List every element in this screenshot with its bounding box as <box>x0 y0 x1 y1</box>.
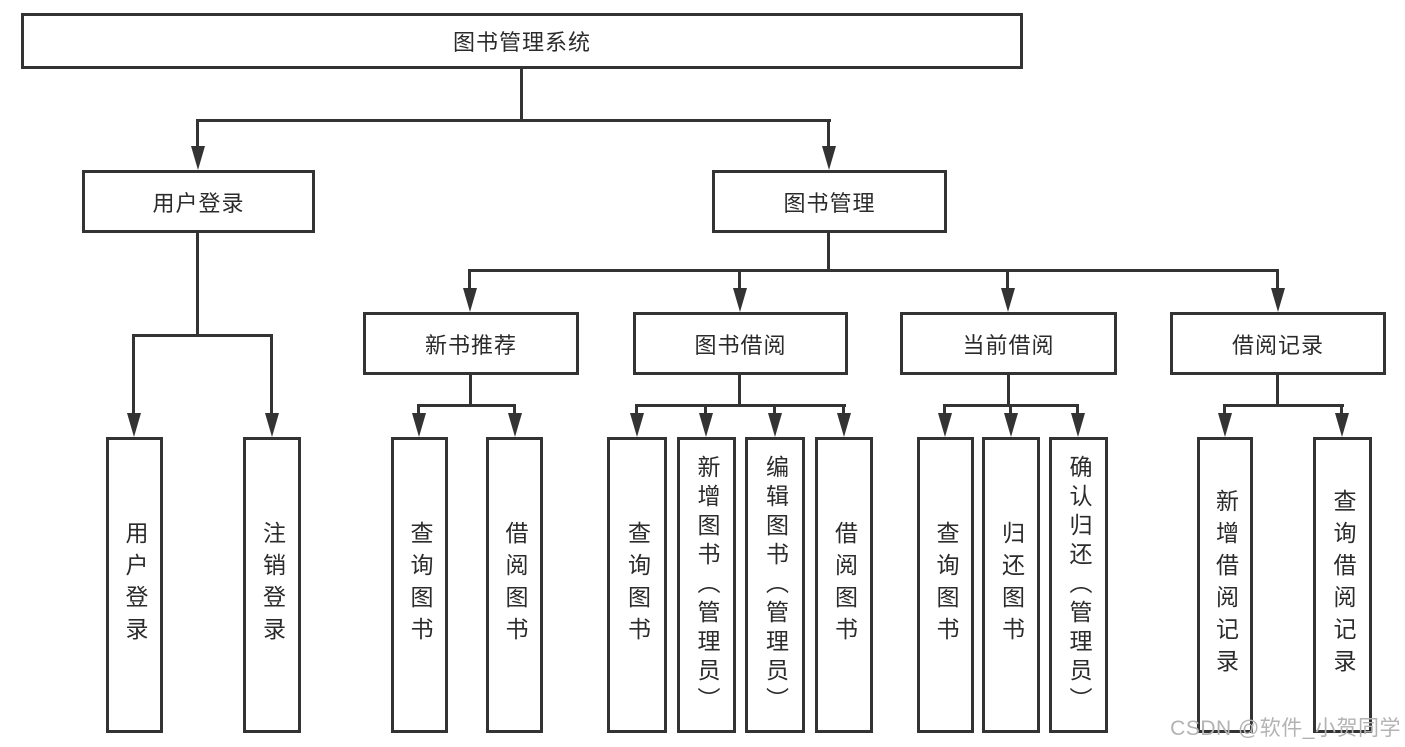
node-leaf-borrow-books-2: 借阅图书 <box>815 437 873 733</box>
arrowhead-down-icon <box>822 146 836 170</box>
node-leaf-add-books-admin: 新增图书（管理员） <box>677 437 736 733</box>
node-leaf-add-borrow-record: 新增借阅记录 <box>1197 437 1253 733</box>
node-leaf-borrow-books-1: 借阅图书 <box>486 437 543 733</box>
connector-vline <box>1340 404 1343 417</box>
connector-vline <box>738 269 741 291</box>
node-leaf-logout: 注销登录 <box>243 437 301 733</box>
arrowhead-down-icon <box>1071 413 1085 437</box>
arrowhead-down-icon <box>1218 413 1232 437</box>
node-borrow-record: 借阅记录 <box>1170 312 1386 375</box>
arrowhead-down-icon <box>127 413 141 437</box>
node-leaf-query-books-3: 查询图书 <box>917 437 974 733</box>
connector-vline <box>842 404 845 417</box>
arrowhead-down-icon <box>837 413 851 437</box>
connector-vline <box>270 334 273 416</box>
node-user-login: 用户登录 <box>82 170 315 233</box>
connector-vline <box>520 69 523 121</box>
connector-vline <box>1276 375 1279 407</box>
arrowhead-down-icon <box>630 413 644 437</box>
connector-vline <box>943 404 946 417</box>
connector-hline <box>417 404 516 407</box>
connector-vline <box>469 375 472 407</box>
node-leaf-user-login: 用户登录 <box>106 437 163 733</box>
watermark: CSDN @软件_小贺同学 <box>1170 717 1401 740</box>
connector-vline <box>1006 269 1009 291</box>
arrowhead-down-icon <box>699 413 713 437</box>
connector-vline <box>1007 375 1010 407</box>
connector-vline <box>196 233 199 337</box>
connector-hline <box>469 269 1279 272</box>
node-book-management: 图书管理 <box>712 170 947 233</box>
arrowhead-down-icon <box>1001 288 1015 312</box>
connector-vline <box>1223 404 1226 417</box>
arrowhead-down-icon <box>1271 288 1285 312</box>
connector-vline <box>635 404 638 417</box>
connector-vline <box>827 233 830 272</box>
node-root: 图书管理系统 <box>21 13 1023 69</box>
node-leaf-return-books: 归还图书 <box>982 437 1040 733</box>
node-book-borrow: 图书借阅 <box>633 312 848 375</box>
connector-hline <box>132 334 273 337</box>
arrowhead-down-icon <box>938 413 952 437</box>
arrowhead-down-icon <box>191 146 205 170</box>
node-current-borrow: 当前借阅 <box>900 312 1117 375</box>
connector-vline <box>196 119 199 149</box>
connector-hline <box>635 404 846 407</box>
arrowhead-down-icon <box>265 413 279 437</box>
arrowhead-down-icon <box>768 413 782 437</box>
node-leaf-query-borrow-record: 查询借阅记录 <box>1313 437 1372 733</box>
connector-vline <box>827 119 830 149</box>
connector-vline <box>1009 404 1012 417</box>
node-leaf-query-books-1: 查询图书 <box>391 437 448 733</box>
connector-vline <box>1276 269 1279 291</box>
connector-vline <box>513 404 516 417</box>
connector-vline <box>738 375 741 407</box>
connector-vline <box>1076 404 1079 417</box>
arrowhead-down-icon <box>1335 413 1349 437</box>
connector-vline <box>773 404 776 417</box>
node-leaf-edit-books-admin: 编辑图书（管理员） <box>745 437 805 733</box>
connector-vline <box>468 269 471 291</box>
arrowhead-down-icon <box>412 413 426 437</box>
arrowhead-down-icon <box>1004 413 1018 437</box>
connector-vline <box>417 404 420 417</box>
connector-vline <box>132 334 135 416</box>
arrowhead-down-icon <box>733 288 747 312</box>
connector-hline <box>1223 404 1344 407</box>
connector-vline <box>704 404 707 417</box>
node-leaf-query-books-2: 查询图书 <box>607 437 667 733</box>
arrowhead-down-icon <box>463 288 477 312</box>
node-new-book-recommend: 新书推荐 <box>363 312 579 375</box>
node-leaf-confirm-return-admin: 确认归还（管理员） <box>1049 437 1108 733</box>
connector-hline <box>196 119 831 122</box>
arrowhead-down-icon <box>508 413 522 437</box>
